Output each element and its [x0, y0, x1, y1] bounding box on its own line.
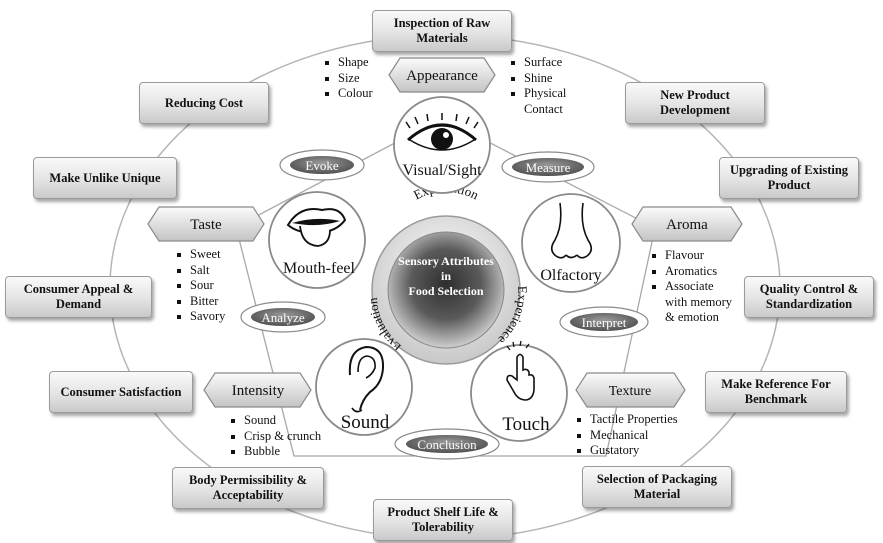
app-make-unlike-unique: Make Unlike Unique — [33, 157, 177, 199]
center-title-line-3: Food Selection — [409, 284, 484, 298]
aroma-list: Flavour Aromatics Associate with memory … — [651, 248, 732, 326]
list-item: Savory — [176, 309, 225, 325]
eye-icon — [405, 113, 479, 151]
sense-mouthfeel: Mouth-feel — [268, 191, 366, 289]
appearance-left-list: Shape Size Colour — [324, 55, 373, 102]
list-item: Crisp & crunch — [230, 429, 321, 445]
verb-label: Interpret — [582, 315, 627, 330]
sense-label-olfactory: Olfactory — [540, 267, 601, 284]
app-shelf-life: Product Shelf Life & Tolerability — [373, 499, 513, 541]
app-consumer-satisfaction: Consumer Satisfaction — [49, 371, 193, 413]
center-title-line-1: Sensory Attributes — [398, 254, 494, 268]
list-item: Flavour — [651, 248, 732, 264]
sense-label-visual: Visual/Sight — [402, 162, 482, 179]
pointing-hand-icon — [506, 340, 535, 401]
sense-circle — [470, 344, 568, 442]
list-item: Sour — [176, 278, 225, 294]
verb-analyze: Analyze — [240, 301, 326, 333]
verb-label: Measure — [526, 160, 571, 175]
list-item: Bubble — [230, 444, 321, 460]
sense-circle — [315, 338, 413, 436]
list-item: Tactile Properties — [576, 412, 678, 428]
texture-list: Tactile Properties Mechanical Gustatory — [576, 412, 678, 459]
app-reducing-cost: Reducing Cost — [139, 82, 269, 124]
list-item: Shine — [510, 71, 566, 87]
list-item: Gustatory — [576, 443, 678, 459]
app-quality-control: Quality Control & Standardization — [744, 276, 874, 318]
attribute-label: Appearance — [406, 68, 478, 84]
list-item: Colour — [324, 86, 373, 102]
intensity-list: Sound Crisp & crunch Bubble — [230, 413, 321, 460]
verb-label: Evoke — [305, 158, 338, 173]
list-item: Size — [324, 71, 373, 87]
center-title-line-2: in — [441, 269, 451, 283]
list-item: Associate — [651, 279, 732, 295]
attribute-appearance: Appearance — [388, 57, 496, 93]
list-item: Shape — [324, 55, 373, 71]
verb-label: Conclusion — [417, 437, 477, 452]
list-item: Bitter — [176, 294, 225, 310]
sense-label-mouthfeel: Mouth-feel — [283, 260, 356, 277]
list-item: Surface — [510, 55, 566, 71]
attribute-label: Taste — [190, 217, 222, 233]
ear-icon — [348, 345, 385, 413]
sense-touch: Touch — [470, 340, 568, 442]
attribute-label: Intensity — [232, 383, 285, 399]
list-item: Sweet — [176, 247, 225, 263]
verb-interpret: Interpret — [559, 306, 649, 338]
verb-label: Analyze — [261, 310, 305, 325]
list-item: Mechanical — [576, 428, 678, 444]
app-packaging-material: Selection of Packaging Material — [582, 466, 732, 508]
list-item: Physical — [510, 86, 566, 102]
sense-label-touch: Touch — [502, 414, 550, 435]
sense-circle — [521, 193, 621, 293]
verb-conclusion: Conclusion — [394, 428, 500, 460]
attribute-taste: Taste — [147, 206, 265, 242]
list-item: & emotion — [665, 310, 719, 324]
sense-label-sound: Sound — [341, 412, 390, 433]
app-consumer-appeal: Consumer Appeal & Demand — [5, 276, 152, 318]
app-upgrading-existing-product: Upgrading of Existing Product — [719, 157, 859, 199]
mouth-tongue-icon — [286, 208, 347, 247]
taste-list: Sweet Salt Sour Bitter Savory — [176, 247, 225, 325]
attribute-intensity: Intensity — [203, 372, 312, 408]
list-item: Aromatics — [651, 264, 732, 280]
sense-sound: Sound — [315, 338, 413, 436]
appearance-right-list: Surface Shine Physical Contact — [510, 55, 566, 117]
verb-measure: Measure — [501, 151, 595, 183]
sense-olfactory: Olfactory — [521, 193, 621, 293]
list-item: Salt — [176, 263, 225, 279]
nose-icon — [550, 202, 593, 259]
list-item: with memory — [665, 294, 733, 309]
list-item: Contact — [524, 101, 563, 116]
app-inspection-raw-materials: Inspection of Raw Materials — [372, 10, 512, 52]
app-new-product-development: New Product Development — [625, 82, 765, 124]
list-item: Sound — [230, 413, 321, 429]
attribute-aroma: Aroma — [631, 206, 743, 242]
app-body-permissibility: Body Permissibility & Acceptability — [172, 467, 324, 509]
center-core — [387, 231, 505, 349]
app-reference-benchmark: Make Reference For Benchmark — [705, 371, 847, 413]
attribute-label: Texture — [609, 384, 652, 399]
attribute-texture: Texture — [575, 372, 686, 408]
attribute-label: Aroma — [666, 217, 708, 233]
sense-visual: Visual/Sight — [393, 96, 491, 194]
verb-evoke: Evoke — [279, 149, 365, 181]
